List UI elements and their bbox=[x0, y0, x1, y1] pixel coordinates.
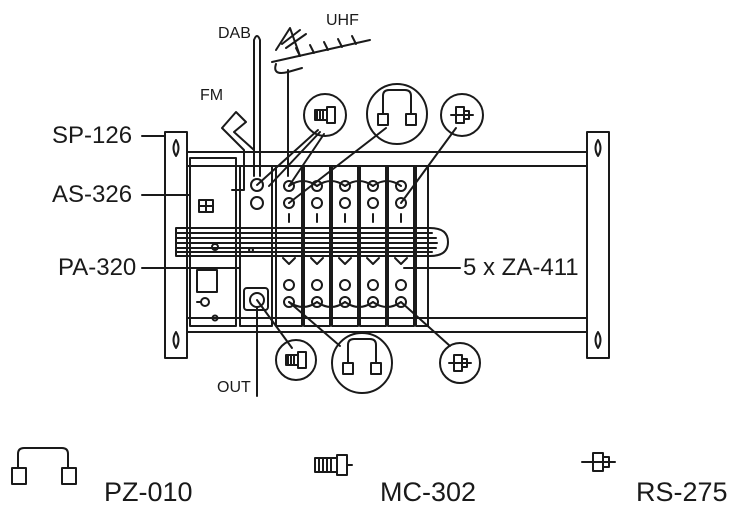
label-out: OUT bbox=[217, 379, 251, 396]
antenna-dab bbox=[253, 35, 261, 177]
label-za-411: 5 x ZA-411 bbox=[463, 254, 579, 281]
callout-mc-302-bottom bbox=[275, 339, 317, 381]
modules-za-411 bbox=[275, 165, 429, 327]
pz010-bridge-icon bbox=[11, 447, 77, 485]
callout-pz-010-top bbox=[366, 83, 428, 145]
ribbon-cable bbox=[175, 227, 449, 257]
label-dab: DAB bbox=[218, 25, 251, 42]
legend-label-pz-010: PZ-010 bbox=[104, 477, 193, 507]
callout-mc-302-top bbox=[303, 93, 347, 137]
legend-label-mc-302: MC-302 bbox=[380, 477, 477, 507]
label-sp-126: SP-126 bbox=[52, 122, 133, 149]
callout-pz-010-bottom bbox=[331, 332, 393, 394]
callout-rs-275-bottom bbox=[439, 342, 481, 384]
label-pa-320: PA-320 bbox=[58, 254, 137, 281]
antenna-uhf bbox=[271, 27, 371, 177]
antenna-fm bbox=[221, 111, 255, 191]
legend-label-rs-275: RS-275 bbox=[636, 477, 728, 507]
label-as-326: AS-326 bbox=[52, 181, 133, 208]
rs275-terminator-icon bbox=[581, 452, 616, 472]
label-fm: FM bbox=[200, 87, 224, 104]
label-uhf: UHF bbox=[326, 12, 359, 29]
callout-rs-275-top bbox=[440, 93, 484, 137]
mc302-connector-icon bbox=[314, 454, 353, 476]
